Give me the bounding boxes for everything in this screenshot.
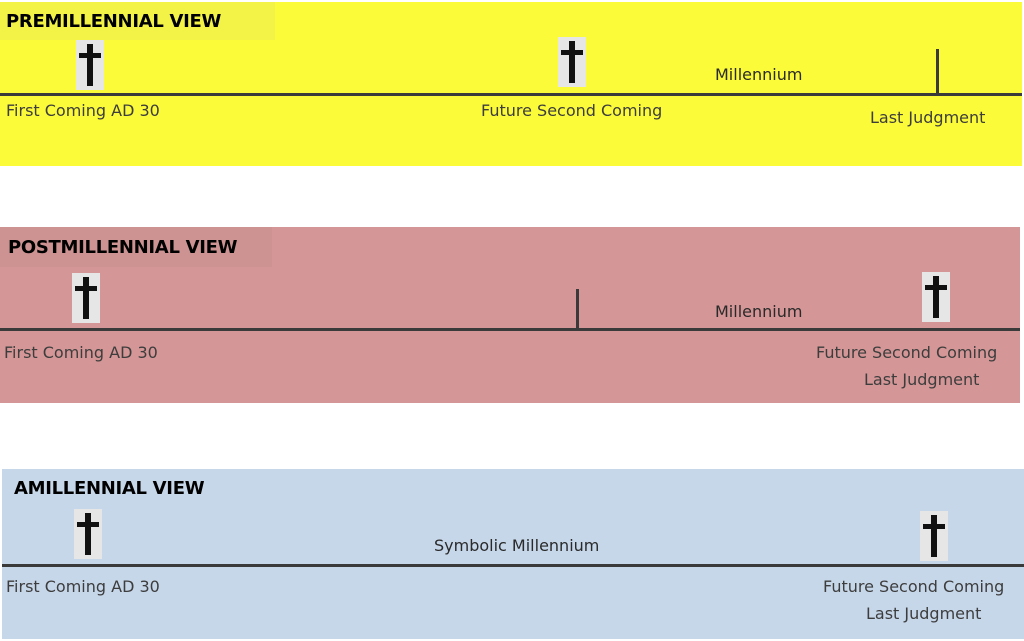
cross-icon [920, 511, 948, 561]
cross-icon [558, 37, 586, 87]
symbolic-millennium-label: Symbolic Millennium [434, 536, 600, 555]
millennium-end-tick [936, 49, 939, 93]
last-judgment-label: Last Judgment [864, 370, 980, 389]
cross-icon [76, 40, 104, 90]
cross-icon [74, 509, 102, 559]
last-judgment-label: Last Judgment [870, 108, 986, 127]
amillennial-panel: AMILLENNIAL VIEW Symbolic Millennium Fir… [2, 469, 1024, 639]
millennium-start-tick [576, 289, 579, 329]
postmillennial-title-box: POSTMILLENNIAL VIEW [0, 227, 272, 267]
second-coming-label: Future Second Coming [816, 343, 998, 362]
premillennial-panel: PREMILLENNIAL VIEW Millennium First Comi… [0, 2, 1022, 166]
postmillennial-panel: POSTMILLENNIAL VIEW Millennium First Com… [0, 227, 1020, 403]
first-coming-label: First Coming AD 30 [6, 577, 160, 596]
cross-icon [922, 272, 950, 322]
second-coming-label: Future Second Coming [481, 101, 663, 120]
millennium-label: Millennium [715, 65, 803, 84]
premillennial-title: PREMILLENNIAL VIEW [6, 10, 222, 32]
first-coming-label: First Coming AD 30 [4, 343, 158, 362]
first-coming-label: First Coming AD 30 [6, 101, 160, 120]
postmillennial-title: POSTMILLENNIAL VIEW [8, 236, 238, 258]
amillennial-title: AMILLENNIAL VIEW [14, 477, 205, 499]
cross-icon [72, 273, 100, 323]
amillennial-timeline [2, 564, 1024, 567]
last-judgment-label: Last Judgment [866, 604, 982, 623]
millennium-label: Millennium [715, 302, 803, 321]
postmillennial-timeline [0, 328, 1020, 331]
second-coming-label: Future Second Coming [823, 577, 1005, 596]
premillennial-timeline [0, 93, 1022, 96]
premillennial-title-box: PREMILLENNIAL VIEW [0, 2, 275, 40]
